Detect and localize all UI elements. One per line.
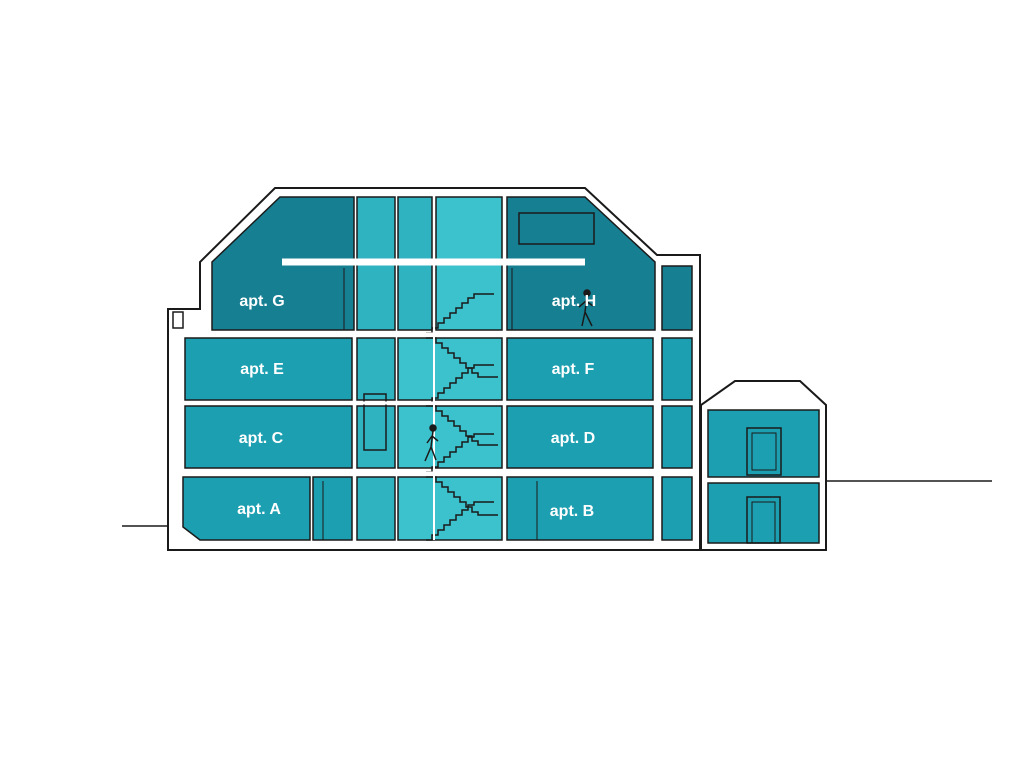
shaft-3 (356, 337, 396, 401)
apt-g-label: apt. G (239, 293, 284, 310)
walking-person-icon (578, 289, 594, 327)
stair-2 (397, 405, 503, 469)
shaft-1 (356, 476, 396, 541)
apt-h-label: apt. H (552, 293, 596, 310)
room-apt-e (184, 337, 353, 401)
apt-c-label: apt. C (239, 430, 284, 447)
room-apt-d (506, 405, 654, 469)
skylight-window (518, 212, 595, 245)
stair-3 (397, 337, 503, 401)
elevator-car (363, 393, 387, 451)
apt-b-label: apt. B (550, 503, 594, 520)
room-apt-b (506, 476, 654, 541)
balcony-3 (661, 337, 693, 401)
balcony-1 (661, 476, 693, 541)
room-a-annex (312, 476, 353, 541)
shaft-2 (356, 405, 396, 469)
staircase (426, 293, 498, 541)
room-apt-f (506, 337, 654, 401)
annex-window-frame (751, 432, 777, 471)
stair-1 (397, 476, 503, 541)
annex-door-frame (751, 501, 776, 544)
balcony-2 (661, 405, 693, 469)
room-apt-a (182, 476, 311, 541)
apt-d-label: apt. D (551, 430, 595, 447)
annex-window (746, 427, 782, 476)
apt-a-label: apt. A (237, 501, 281, 518)
walking-person-icon (424, 424, 439, 462)
apt-f-label: apt. F (552, 361, 595, 378)
annex-upper (707, 409, 820, 478)
balcony-top (661, 265, 693, 331)
apt-e-label: apt. E (240, 361, 284, 378)
room-apt-c (184, 405, 353, 469)
parapet (172, 311, 184, 329)
annex-lower (707, 482, 820, 544)
